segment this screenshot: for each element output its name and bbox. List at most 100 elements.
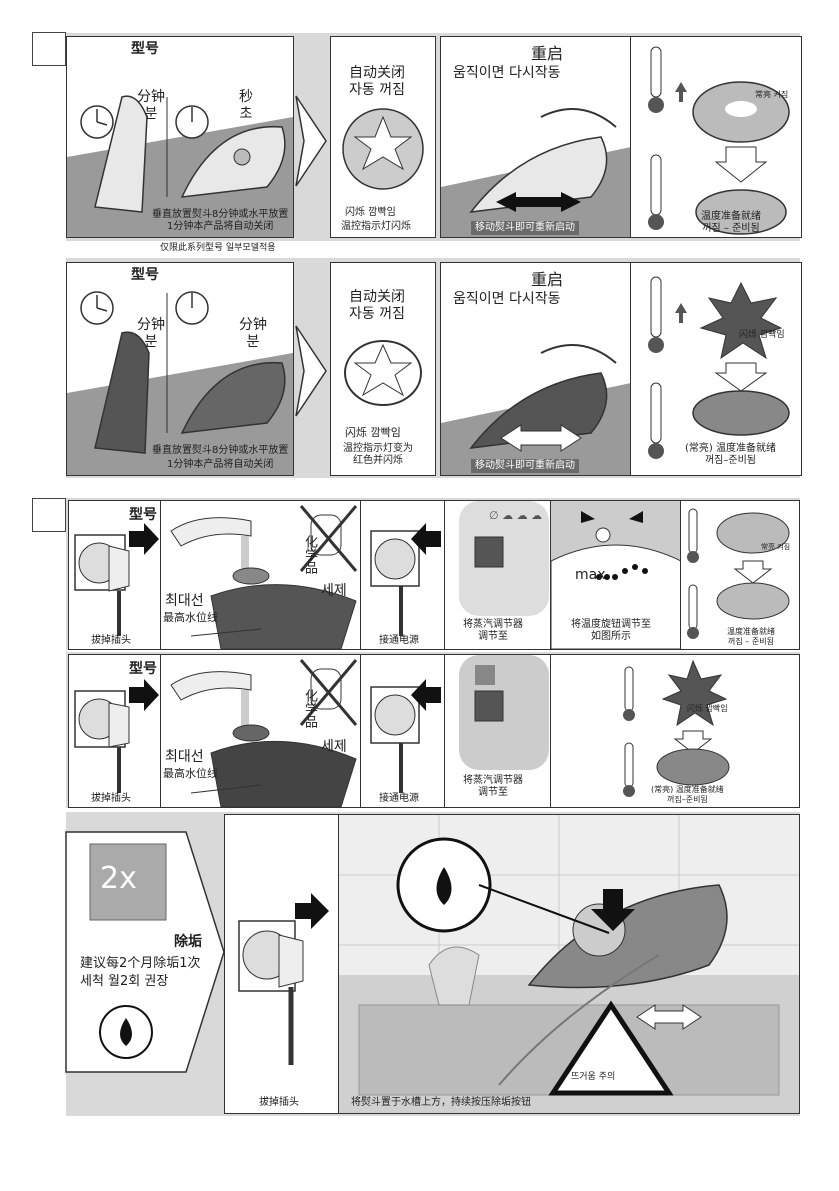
iron-illustration bbox=[67, 95, 293, 237]
minutes-label-2: 分钟 분 bbox=[239, 317, 267, 350]
max-line-korean: 최대선 bbox=[165, 593, 204, 609]
minutes-label: 分钟 분 bbox=[137, 89, 165, 122]
svg-text:∅ ☁ ☁ ☁: ∅ ☁ ☁ ☁ bbox=[489, 509, 542, 522]
auto-off-title: 自动关闭 자동 꺼짐 bbox=[349, 65, 405, 98]
restart-korean: 움직이면 다시작동 bbox=[453, 65, 561, 81]
hot-warning-label: 뜨거움 주의 bbox=[571, 1072, 616, 1082]
plug-in-panel: 接通电源 bbox=[360, 500, 446, 650]
auto-off-caption-1: 垂直放置熨斗8分钟或水平放置 bbox=[152, 445, 289, 456]
thermometer-icon bbox=[648, 46, 790, 235]
unplug-label: 拔掉插头 bbox=[91, 793, 131, 804]
step-number-box-2 bbox=[32, 498, 66, 532]
unplug-label: 拔掉插头 bbox=[259, 1097, 299, 1108]
arrow-right-icon bbox=[295, 325, 327, 417]
chemical-warning-kr: 세제 bbox=[321, 583, 347, 599]
thermometer-icon bbox=[687, 508, 790, 639]
plug-socket-icon bbox=[238, 893, 329, 1065]
step-number-box-1 bbox=[32, 32, 66, 66]
descale-instruction: 将熨斗置于水槽上方，持续按压除垢按钮 bbox=[351, 1097, 531, 1108]
temp-ready-label: 温度准备就绪 꺼짐 – 준비됨 bbox=[727, 627, 775, 646]
temp-setting-label: 将温度旋钮调节至 如图所示 bbox=[571, 619, 651, 642]
auto-off-caption-2: 1分钟本产品将自动关闭 bbox=[167, 221, 274, 232]
descale-chinese: 建议每2个月除垢1次 bbox=[80, 956, 201, 971]
unplug-panel: 型号 拔掉插头 bbox=[68, 654, 162, 808]
temperature-dial-panel: max 将温度旋钮调节至 如图所示 bbox=[550, 500, 682, 650]
thermometer-icon bbox=[623, 659, 730, 797]
indicator-flash-icon bbox=[342, 108, 424, 190]
auto-off-indicator-panel: 自动关闭 자동 꺼짐 闪烁 깜빡임 温控指示灯闪烁 bbox=[330, 36, 436, 238]
plug-in-label: 接通电源 bbox=[379, 635, 419, 646]
iron-hand-illustration bbox=[441, 108, 631, 237]
auto-off-caption-2: 1分钟本产品将自动关闭 bbox=[167, 459, 274, 470]
chemical-warning-cn: 化学品 bbox=[302, 535, 317, 574]
auto-off-caption-1: 垂直放置熨斗8分钟或水平放置 bbox=[152, 209, 289, 220]
descale-korean: 세척 월2회 권장 bbox=[80, 974, 169, 989]
always-on-label: 常亮 켜짐 bbox=[755, 90, 789, 99]
steam-setting-panel: 将蒸汽调节器 调节至 bbox=[444, 654, 552, 808]
plug-socket-icon bbox=[370, 679, 441, 793]
always-on-label: 常亮 켜짐 bbox=[761, 543, 791, 551]
restart-panel: 重启 움직이면 다시작동 移动熨斗即可重新启动 bbox=[440, 36, 632, 238]
plug-socket-icon bbox=[74, 679, 159, 793]
restart-title: 重启 bbox=[531, 270, 564, 289]
steam-dial-illustration: ∅ ☁ ☁ ☁ bbox=[459, 501, 549, 616]
seconds-label: 秒 초 bbox=[239, 89, 253, 122]
plug-socket-icon bbox=[74, 523, 159, 636]
blink-label: 闪烁 깜빡임 bbox=[345, 207, 396, 218]
max-line-chinese: 最高水位线 bbox=[163, 767, 218, 780]
steam-setting-panel: ∅ ☁ ☁ ☁ 将蒸汽调节器 调节至 bbox=[444, 500, 552, 650]
faucet-iron-illustration bbox=[170, 659, 358, 807]
thermometer-icon bbox=[648, 276, 790, 459]
restart-korean: 움직이면 다시작동 bbox=[453, 291, 561, 307]
auto-off-panel: 型号 分钟 분 分钟 분 垂直放置熨斗8分钟或水平放置 1分钟本产品将自动关闭 bbox=[66, 262, 294, 476]
footnote: 仅限此系列型号 일부모델적용 bbox=[160, 243, 276, 253]
restart-panel: 重启 움직이면 다시작동 移动熨斗即可重新启动 bbox=[440, 262, 632, 476]
blink-description: 温控指示灯变为 红色并闪烁 bbox=[343, 443, 413, 466]
temp-ready-label: (常亮) 温度准备就绪 꺼짐–준비됨 bbox=[651, 785, 724, 804]
model-label: 型号 bbox=[129, 507, 157, 523]
iron-illustration bbox=[67, 291, 293, 475]
temperature-dial-icon bbox=[551, 501, 681, 649]
sink-iron-illustration bbox=[339, 815, 799, 1113]
fill-water-panel: 최대선 最高水位线 化学品 세제 bbox=[160, 500, 362, 650]
plug-in-label: 接通电源 bbox=[379, 793, 419, 804]
temp-ready-panel: 常亮 켜짐 温度准备就绪 꺼짐 – 준비됨 bbox=[680, 500, 800, 650]
unplug-panel: 型号 拔掉插头 bbox=[68, 500, 162, 650]
descale-procedure-panel: 뜨거움 주의 将熨斗置于水槽上方，持续按压除垢按钮 bbox=[338, 814, 800, 1114]
move-caption: 移动熨斗即可重新启动 bbox=[471, 221, 579, 235]
chemical-warning-kr: 세제 bbox=[321, 739, 347, 755]
temp-ready-panel: 闪烁 깜빡임 (常亮) 温度准备就绪 꺼짐–준비됨 bbox=[550, 654, 800, 808]
temp-ready-label: 温度准备就绪 꺼짐 – 준비됨 bbox=[701, 211, 761, 234]
chemical-warning-cn: 化学品 bbox=[302, 689, 317, 728]
iron-hand-illustration bbox=[441, 344, 631, 475]
max-line-korean: 최대선 bbox=[165, 749, 204, 765]
plug-socket-icon bbox=[370, 523, 441, 636]
auto-off-panel: 型号 分钟 분 秒 초 垂直放置熨斗8分钟或水平放置 1分钟本产品将自动关闭 bbox=[66, 36, 294, 238]
auto-off-title: 自动关闭 자동 꺼짐 bbox=[349, 289, 405, 322]
blink-small-label: 闪烁 깜빡임 bbox=[739, 330, 785, 340]
blink-small-label: 闪烁 깜빡임 bbox=[687, 704, 728, 713]
model-label: 型号 bbox=[131, 267, 159, 283]
temp-ready-label: (常亮) 温度准备就绪 꺼짐–준비됨 bbox=[685, 443, 776, 466]
descale-info-panel bbox=[65, 831, 225, 1073]
auto-off-indicator-panel: 自动关闭 자동 꺼짐 闪烁 깜빡임 温控指示灯变为 红色并闪烁 bbox=[330, 262, 436, 476]
indicator-flash-icon bbox=[344, 340, 422, 406]
move-caption: 移动熨斗即可重新启动 bbox=[471, 459, 579, 473]
model-label: 型号 bbox=[131, 41, 159, 57]
unplug-label: 拔掉插头 bbox=[91, 635, 131, 646]
descale-title: 除垢 bbox=[174, 934, 202, 950]
faucet-iron-illustration bbox=[170, 505, 358, 649]
max-line-chinese: 最高水位线 bbox=[163, 611, 218, 624]
arrow-right-icon bbox=[295, 95, 327, 187]
steam-setting-label: 将蒸汽调节器 调节至 bbox=[463, 775, 523, 798]
unplug-panel: 拔掉插头 bbox=[224, 814, 340, 1114]
descale-times: 2x bbox=[100, 861, 137, 896]
temp-ready-panel: 常亮 켜짐 温度准备就绪 꺼짐 – 준비됨 bbox=[630, 36, 802, 238]
temp-ready-panel: 闪烁 깜빡임 (常亮) 温度准备就绪 꺼짐–준비됨 bbox=[630, 262, 802, 476]
max-label: max bbox=[575, 567, 606, 583]
blink-description: 温控指示灯闪烁 bbox=[341, 221, 411, 232]
blink-label: 闪烁 깜빡임 bbox=[345, 426, 401, 439]
steam-dial-illustration bbox=[459, 655, 549, 770]
restart-title: 重启 bbox=[531, 44, 564, 63]
steam-setting-label: 将蒸汽调节器 调节至 bbox=[463, 619, 523, 642]
